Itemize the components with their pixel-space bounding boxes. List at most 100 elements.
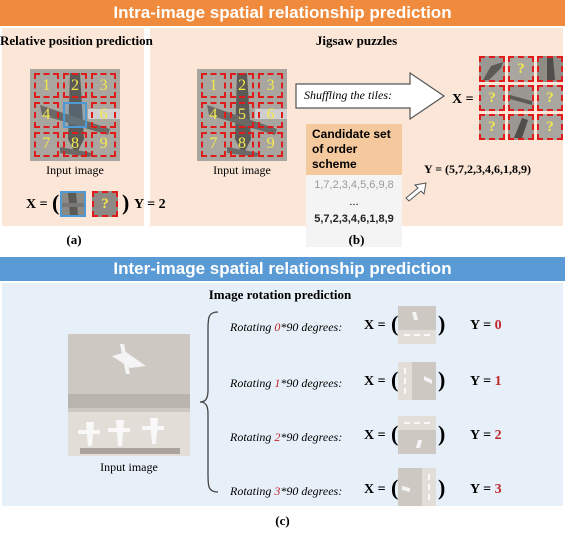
candidate-row-1: 1,7,2,3,4,5,6,9,8 [314,179,394,191]
rotation-y-prefix-0: Y = [470,318,495,333]
rotation-paren-open-3: ( [391,475,399,500]
rotation-num-1: 1 [274,376,281,390]
tile-mark-4: ? [488,89,496,106]
airplane-image-a [30,69,120,161]
rotation-label-0: Rotating 0*90 degrees: [230,320,342,335]
rotation-thumb-2 [398,416,436,454]
panel-a-input-image: 1 2 3 4 6 7 8 9 [30,69,120,161]
shuffled-tile-6: ? [537,85,563,111]
panel-a-tile-center [60,191,86,217]
panel-b-label: (b) [348,232,365,247]
panel-a-paren-close: ) [122,190,130,215]
shuffled-tile-2: ? [508,56,534,82]
panel-b-heading: Jigsaw puzzles [315,33,398,48]
rotation-y-prefix-3: Y = [470,482,495,497]
grid-b-cell-1: 1 [201,73,226,99]
tile-image-8 [514,118,528,138]
rotation-y-0: Y = 0 [470,318,502,334]
grid-a-cell-center [62,102,88,128]
panel-a-paren-open: ( [52,190,60,215]
panel-a-grid: 1 2 3 4 6 7 8 9 [30,69,120,161]
shuffle-arrow-text: Shuffling the tiles: [304,88,392,102]
rotation-suffix-1: *90 degrees: [280,376,343,390]
rotation-label-1: Rotating 1*90 degrees: [230,376,342,391]
rotation-x-3: X = [364,482,386,497]
rotation-paren-open-2: ( [391,421,399,446]
bottom-banner-title: Inter-image spatial relationship predict… [113,259,452,278]
panel-b-x-label: X = [452,92,474,107]
tile-mark-2: ? [517,60,525,77]
candidate-set-list: 1,7,2,3,4,5,6,9,8 ... 5,7,2,3,4,6,1,8,9 … [306,175,402,247]
candidate-row-ellipsis-2: ... [349,230,359,242]
rotation-suffix-0: *90 degrees: [280,320,343,334]
panel-a-x-label: X = [26,197,48,212]
rotation-paren-close-0: ) [438,311,446,336]
airport-input-image [68,334,190,456]
grid-a-cell-1: 1 [34,73,59,99]
candidate-row-selected: 5,7,2,3,4,6,1,8,9 [314,213,394,225]
rotation-paren-open-0: ( [391,311,399,336]
grid-b-cell-4: 4 [201,102,226,128]
rotation-y-3: Y = 3 [470,482,502,498]
panel-c-label: (c) [275,513,290,528]
shuffled-tile-5 [508,85,534,111]
rotation-y-prefix-1: Y = [470,374,495,389]
rotation-paren-close-3: ) [438,475,446,500]
rotation-thumb-1 [398,362,436,400]
shuffled-tile-1 [479,56,505,82]
result-arrow-icon [405,182,427,202]
curly-brace-icon [199,311,219,493]
rotation-thumb-3 [398,468,436,506]
grid-b-cell-8: 8 [229,131,255,157]
grid-b-cell-2: 2 [229,73,255,99]
grid-b-cell-7: 7 [201,131,226,157]
shuffled-tile-4: ? [479,85,505,111]
rotation-prefix-3: Rotating [230,484,275,498]
grid-a-cell-8: 8 [62,131,88,157]
tile-mark-6: ? [546,89,554,106]
panel-a-label: (a) [66,232,82,247]
shuffled-tile-8 [508,114,534,140]
panel-a-tile-question: ? [92,191,118,217]
grid-b-cell-9: 9 [258,131,283,157]
rotation-thumb-0 [398,306,436,344]
rotation-num-2: 2 [274,430,281,444]
tile-mark-9: ? [546,118,554,135]
panel-b-result: Y = (5,7,2,3,4,6,1,8,9) [424,162,532,176]
rotation-prefix-1: Rotating [230,376,275,390]
bottom-banner: Inter-image spatial relationship predict… [0,257,565,281]
grid-a-cell-4: 4 [34,102,59,128]
tile-question-mark: ? [101,195,109,212]
rotation-y-1: Y = 1 [470,374,502,390]
rotation-paren-close-1: ) [438,367,446,392]
panel-b-caption: Input image [213,163,271,177]
candidate-set-title: Candidate set of order scheme [306,124,402,175]
grid-b-cell-5: 5 [229,102,255,128]
panel-b-grid: 1 2 3 4 5 6 7 8 9 [197,69,287,161]
rotation-x-2: X = [364,428,386,443]
rotation-y-value-1: 1 [494,374,502,389]
tile-image-1 [483,62,503,80]
rotation-label-3: Rotating 3*90 degrees: [230,484,342,499]
rotation-paren-open-1: ( [391,367,399,392]
rotation-y-2: Y = 2 [470,428,502,444]
shuffled-tile-9: ? [537,114,563,140]
shuffle-arrow-icon [295,71,446,121]
grid-a-cell-9: 9 [91,131,116,157]
rotation-label-2: Rotating 2*90 degrees: [230,430,342,445]
tile-center-image [62,193,84,215]
shuffled-tiles-grid: ? ? ? ? ? [479,56,563,140]
rotation-y-value-2: 2 [494,428,502,443]
panel-c-caption: Input image [100,460,158,474]
top-banner: Intra-image spatial relationship predict… [0,0,565,26]
rotation-suffix-3: *90 degrees: [280,484,343,498]
rotation-num-3: 3 [274,484,281,498]
grid-a-cell-6: 6 [91,102,116,128]
top-banner-title: Intra-image spatial relationship predict… [113,3,452,22]
shuffled-tile-3 [537,56,563,82]
rotation-suffix-2: *90 degrees: [280,430,343,444]
rotation-x-1: X = [364,374,386,389]
candidate-set-box: Candidate set of order scheme 1,7,2,3,4,… [306,124,402,247]
tile-image-5 [510,95,532,105]
grid-a-cell-3: 3 [91,73,116,99]
